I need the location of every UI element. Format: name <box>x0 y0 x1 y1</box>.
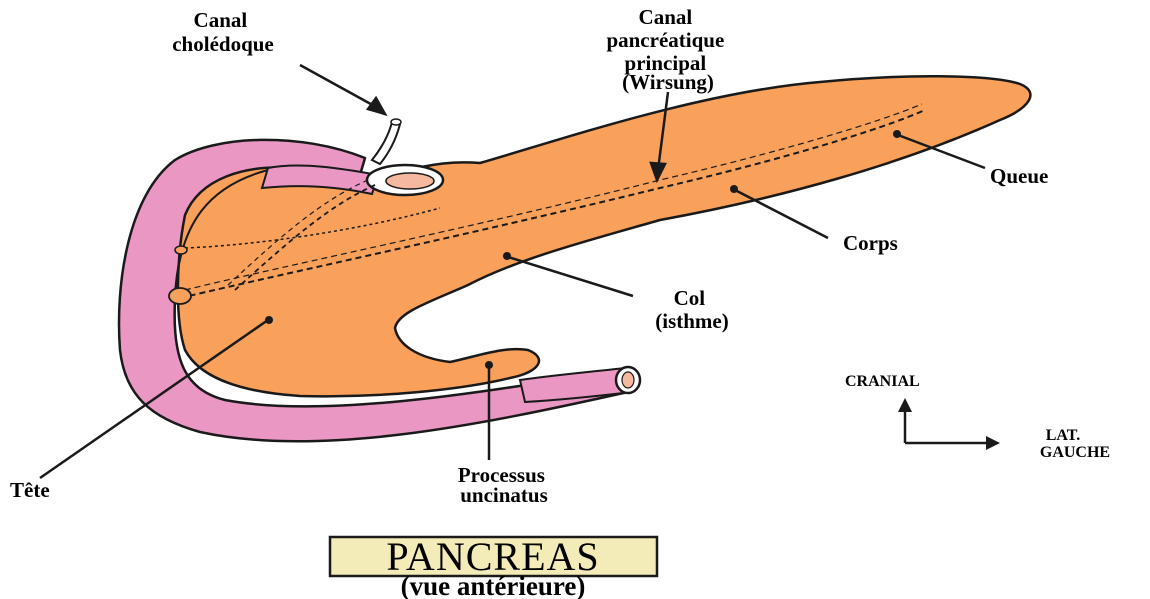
arrow-up-icon <box>898 398 912 412</box>
leader-col <box>508 257 633 296</box>
dot-processus <box>485 361 493 369</box>
dot-queue <box>893 130 901 138</box>
arrowhead-choledoque <box>368 98 385 114</box>
choledoque-opening <box>391 119 401 125</box>
major-papilla <box>169 288 191 304</box>
arrow-right-icon <box>986 436 1000 450</box>
leader-choledoque <box>300 65 378 108</box>
label-processus: Processus uncinatus <box>458 463 550 507</box>
label-queue: Queue <box>990 164 1048 188</box>
jejunum-lumen <box>622 372 634 388</box>
orientation-lateral: LAT. GAUCHE <box>1040 427 1110 461</box>
label-corps: Corps <box>843 231 898 255</box>
minor-papilla <box>175 246 187 254</box>
leader-corps <box>735 190 828 238</box>
orientation-cranial: CRANIAL <box>845 373 920 390</box>
duodenum-top-lumen <box>386 173 434 189</box>
dot-corps <box>730 185 738 193</box>
orientation-arrows <box>905 408 990 443</box>
label-canal-choledoque: Canal cholédoque <box>172 8 274 56</box>
subtitle: (vue antérieure) <box>401 571 586 599</box>
label-canal-pancreatique: Canal pancréatique principal (Wirsung) <box>606 5 729 94</box>
dot-tete <box>265 316 273 324</box>
choledoque-tube <box>372 122 400 164</box>
dot-col <box>503 252 511 260</box>
label-tete: Tête <box>10 478 50 502</box>
label-col: Col (isthme) <box>655 286 728 333</box>
jejunum-tube <box>520 368 632 402</box>
